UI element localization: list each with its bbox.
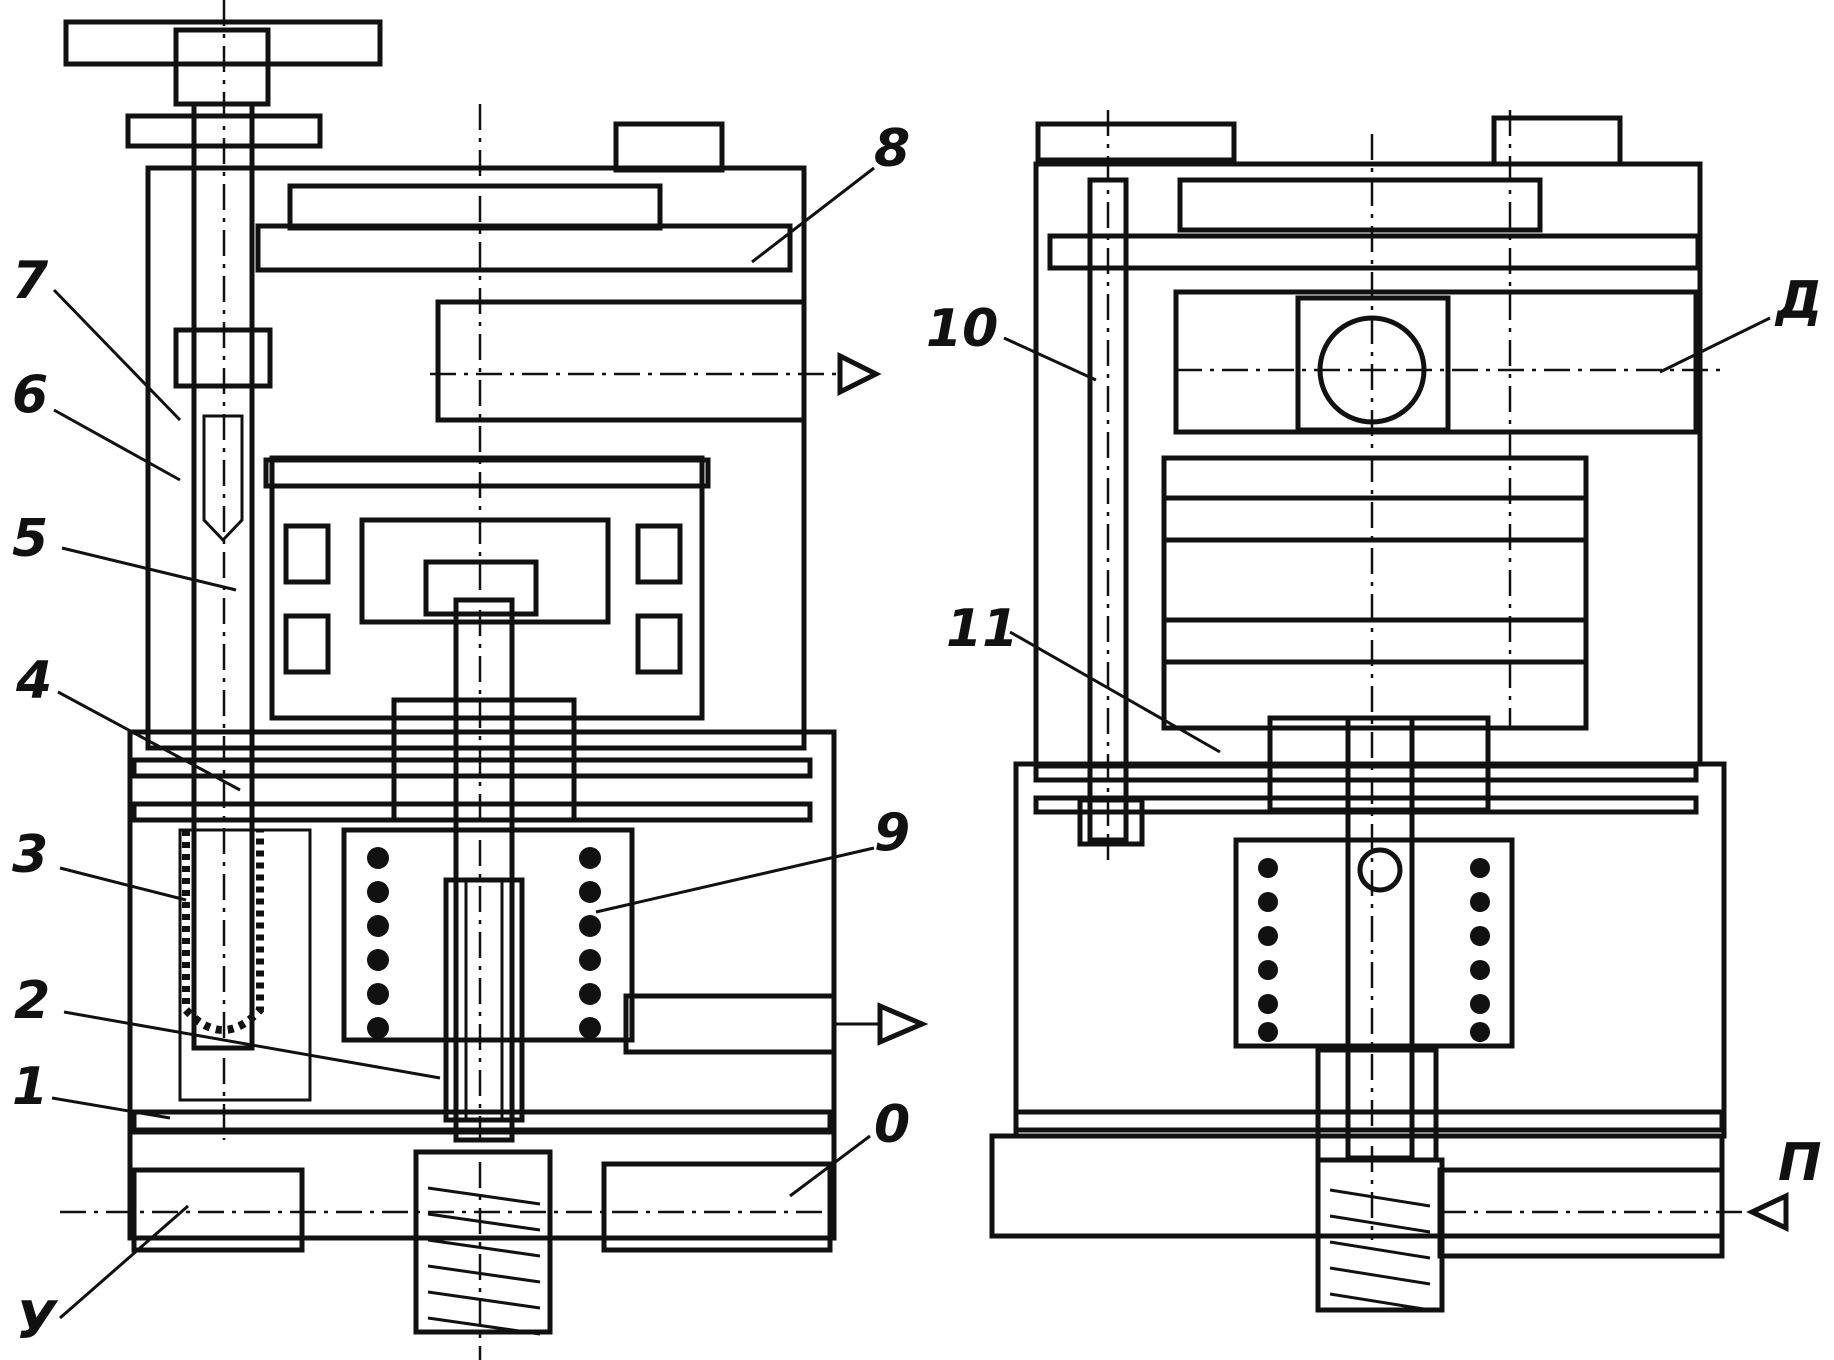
right-valve-seat-block: [1315, 1157, 1445, 1313]
label-inlet-y: У: [16, 1291, 59, 1351]
spring-3: [182, 830, 264, 1034]
left-section-view: [60, 0, 929, 1360]
cover-boss: [613, 121, 725, 173]
spring-chamber: [341, 827, 635, 1043]
bottom-diaphragm: [131, 1109, 833, 1133]
label-9: 9: [874, 803, 910, 863]
central-stem: [453, 597, 515, 1143]
piston-plate: [263, 457, 711, 489]
label-0: 0: [874, 1095, 910, 1155]
cap-right: [1491, 115, 1623, 167]
label-supply-p: П: [1778, 1133, 1822, 1193]
label-11: 11: [946, 599, 1018, 659]
upper-outlet-channel: [435, 299, 807, 423]
part-labels: 7 6 5 4 3 2 1 У 8 9 0 10 11 Д П: [12, 119, 1822, 1351]
top-diaphragm: [255, 223, 793, 273]
left-chamber: [178, 828, 312, 1102]
label-8: 8: [874, 119, 910, 179]
handwheel-hub: [173, 27, 271, 107]
outlet-arrow-lower: [877, 1002, 929, 1046]
right-cover-recess: [1177, 177, 1543, 233]
inlet-channel-left: [131, 1167, 305, 1253]
seal-left: [283, 523, 331, 585]
stem-pin: [1357, 847, 1403, 893]
right-upper-housing: [1033, 161, 1703, 767]
piston-cavity: [269, 455, 705, 721]
lower-outlet-channel: [623, 993, 837, 1055]
middle-diaphragm: [131, 757, 813, 779]
piston-stack: [1161, 455, 1589, 731]
label-7: 7: [12, 251, 49, 311]
right-spring-chamber: [1233, 837, 1515, 1049]
right-central-stem: [1345, 715, 1415, 1161]
seal-left-lower: [283, 613, 331, 675]
right-spring-coils-right: [1470, 858, 1490, 1042]
needle-tip: [202, 414, 244, 543]
upper-housing: [145, 165, 807, 751]
leader-lines: [51, 166, 1771, 1320]
label-outlet-d: Д: [1774, 271, 1822, 331]
valve-seat-block: [413, 1149, 553, 1335]
label-10: 10: [926, 299, 998, 359]
right-lower-housing: [1013, 761, 1727, 1139]
spring-9-coils-left: [367, 847, 389, 1039]
seal-right-lower: [635, 613, 683, 675]
outlet-arrow-upper: [837, 351, 882, 397]
label-2: 2: [14, 971, 50, 1031]
right-bottom-diaphragm: [1013, 1109, 1725, 1133]
right-bushing: [1267, 715, 1491, 813]
bolt-10: [1087, 177, 1129, 843]
bushing: [391, 697, 577, 823]
lower-housing: [127, 729, 837, 1135]
right-middle-diaphragm: [1033, 763, 1699, 783]
cover-recess: [287, 183, 663, 231]
cap-left: [1035, 121, 1237, 163]
inner-bore: [464, 878, 504, 1122]
label-6: 6: [12, 365, 48, 425]
label-4: 4: [15, 651, 52, 711]
outlet-channel-right: [601, 1161, 833, 1253]
supply-arrow: [1746, 1192, 1789, 1232]
piston-body: [359, 517, 611, 625]
right-section-view: [989, 110, 1789, 1313]
right-spring-coils-left: [1258, 858, 1278, 1042]
right-top-diaphragm: [1047, 233, 1701, 271]
seal-right: [635, 523, 683, 585]
spring-9-coils-right: [579, 847, 601, 1039]
right-inner-sleeve: [1315, 1047, 1439, 1163]
label-1: 1: [12, 1057, 48, 1117]
right-base-spring: [1329, 1188, 1431, 1312]
d-outlet-channel: [1173, 289, 1699, 435]
base-spring: [427, 1186, 541, 1336]
label-3: 3: [12, 825, 48, 885]
label-5: 5: [12, 509, 48, 569]
